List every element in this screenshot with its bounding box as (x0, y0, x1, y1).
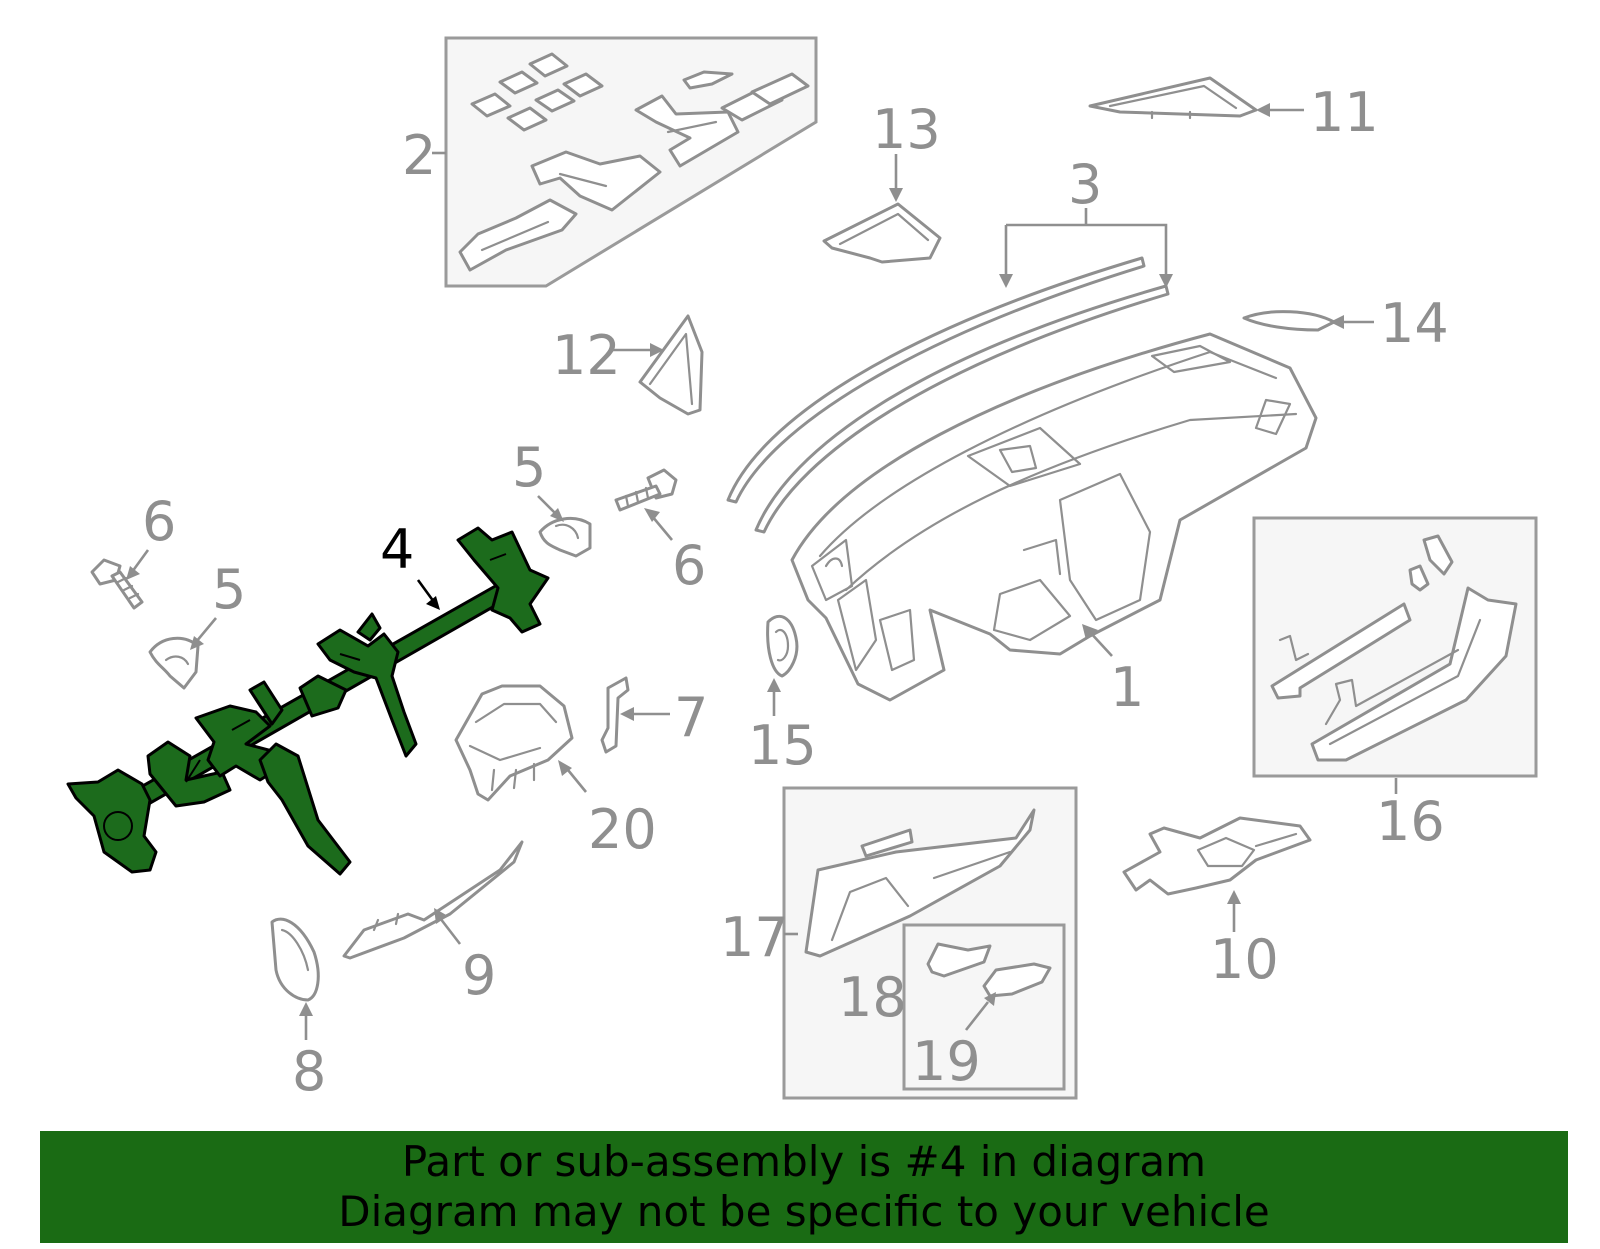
part-14-trim[interactable]: 14 (1242, 292, 1449, 355)
callout-1: 1 (1110, 656, 1144, 719)
part-15-trim[interactable]: 15 (748, 615, 817, 777)
callout-14: 14 (1380, 292, 1449, 355)
callout-9: 9 (462, 944, 496, 1007)
part-8-side-cover[interactable]: 8 (270, 917, 326, 1103)
banner-line-1: Part or sub-assembly is #4 in diagram (401, 1137, 1207, 1186)
part-12-corner-trim[interactable]: 12 (552, 314, 704, 416)
part-7-bracket[interactable]: 7 (600, 676, 708, 754)
part-5-clip-left[interactable]: 5 (148, 558, 246, 690)
part-6-bolt-right[interactable]: 6 (614, 468, 706, 597)
callout-15: 15 (748, 714, 817, 777)
notice-banner: Part or sub-assembly is #4 in diagram Di… (40, 1131, 1568, 1243)
callout-12: 12 (552, 324, 621, 387)
callout-13: 13 (872, 98, 941, 161)
callout-18: 18 (838, 966, 907, 1029)
part-10-bracket[interactable]: 10 (1122, 816, 1312, 991)
callout-2: 2 (402, 124, 436, 187)
duct-clips-icon (470, 52, 810, 132)
part-6-bolt-left[interactable]: 6 (90, 490, 176, 610)
part-19-latch[interactable]: 19 (912, 962, 1052, 1093)
part-2-duct-kit[interactable]: 2 (402, 36, 818, 288)
callout-3: 3 (1068, 153, 1102, 216)
callout-20: 20 (588, 798, 657, 861)
callout-6-right: 6 (672, 534, 706, 597)
callout-19: 19 (912, 1030, 981, 1093)
part-11-defroster-trim[interactable]: 11 (1088, 76, 1379, 144)
callout-16: 16 (1376, 790, 1445, 853)
callout-4: 4 (380, 518, 414, 581)
air-duct-icon (458, 94, 740, 272)
part-4-cross-car-beam[interactable]: 4 (66, 518, 550, 876)
callout-5-right: 5 (512, 436, 546, 499)
callout-7: 7 (674, 686, 708, 749)
banner-line-2: Diagram may not be specific to your vehi… (338, 1187, 1270, 1236)
part-1-instrument-panel[interactable]: 1 (790, 332, 1318, 719)
callout-6-left: 6 (142, 490, 176, 553)
part-9-brace[interactable]: 9 (342, 840, 524, 1007)
callout-5-left: 5 (212, 558, 246, 621)
part-3-weatherstrip[interactable]: 3 (726, 153, 1173, 534)
part-5-clip-right[interactable]: 5 (512, 436, 592, 558)
callout-8: 8 (292, 1040, 326, 1103)
callout-10: 10 (1210, 928, 1279, 991)
callout-17: 17 (720, 906, 789, 969)
part-20-airbag[interactable]: 20 (454, 684, 657, 861)
part-16-glove-box-assy[interactable]: 16 (1252, 516, 1538, 853)
part-13-cover[interactable]: 13 (822, 98, 942, 264)
callout-11: 11 (1310, 81, 1379, 144)
